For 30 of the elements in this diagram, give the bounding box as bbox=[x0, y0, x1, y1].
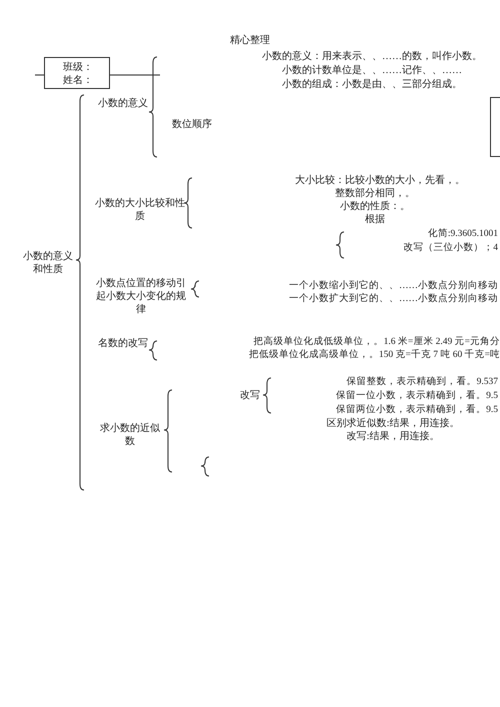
example-text: 化简:9.3605.1001 bbox=[428, 228, 498, 241]
name-class-box bbox=[44, 57, 110, 89]
branch-label: 小数点位置的移动引起小数大小变化的规律 bbox=[95, 277, 187, 316]
rule-text: 保留两位小数，表示精确到，看。9.5 bbox=[336, 404, 498, 417]
branch-label: 数位顺序 bbox=[172, 118, 212, 131]
example-text: 改写（三位小数）；4 bbox=[403, 242, 498, 255]
branch-label: 改写 bbox=[240, 389, 260, 402]
field-label: 姓名： bbox=[63, 74, 93, 87]
definition-text: 小数的意义：用来表示、、……的数，叫作小数。 bbox=[262, 50, 482, 63]
definition-text: 大小比较：比较小数的大小，先看，。 bbox=[295, 174, 465, 187]
definition-text: 小数的计数单位是、、……记作、、…… bbox=[282, 64, 462, 77]
definition-text: 根据 bbox=[365, 213, 385, 226]
definition-text: 小数的性质：。 bbox=[340, 200, 410, 213]
field-label: 班级： bbox=[63, 61, 93, 74]
branch-label: 名数的改写 bbox=[98, 337, 148, 350]
note-text: 区别求近似数:结果，用连接。 bbox=[326, 417, 460, 430]
rule-text: 把高级单位化成低级单位，。1.6 米=厘米 2.49 元=元角分 bbox=[254, 336, 500, 349]
definition-text: 整数部分相同，。 bbox=[335, 187, 415, 200]
rule-text: 把低级单位化成高级单位，。150 克=千克 7 吨 60 千克=吨 bbox=[248, 349, 500, 362]
branch-label: 小数的大小比较和性质 bbox=[94, 197, 186, 223]
rule-text: 保留一位小数，表示精确到，看。9.5 bbox=[336, 390, 498, 403]
branch-label: 求小数的近似数 bbox=[99, 422, 161, 448]
root-label: 小数的意义和性质 bbox=[22, 250, 74, 276]
definition-text: 小数的组成：小数是由、、三部分组成。 bbox=[282, 78, 462, 91]
rule-text: 一个小数扩大到它的、、……小数点分别向移动 bbox=[289, 293, 498, 306]
rule-text: 保留整数，表示精确到，看。9.537 bbox=[346, 376, 498, 389]
title: 精心整理 bbox=[230, 34, 270, 47]
rule-text: 一个小数缩小到它的、、……小数点分别向移动 bbox=[289, 280, 498, 293]
branch-label: 小数的意义 bbox=[97, 97, 149, 110]
note-text: 改写:结果，用连接。 bbox=[346, 430, 440, 443]
